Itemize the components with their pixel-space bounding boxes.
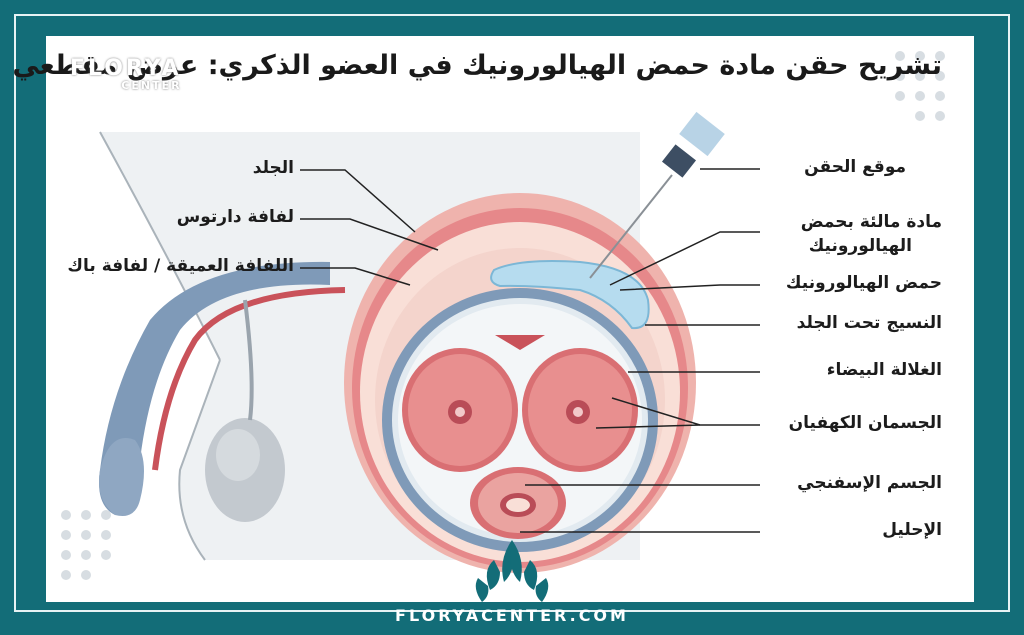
label-corpora-cavernosa: الجسمان الكهفيان (788, 413, 942, 433)
leader-lines (300, 168, 760, 533)
label-skin: الجلد (252, 158, 294, 178)
label-subcutaneous-tissue: النسيج تحت الجلد (796, 313, 942, 333)
label-filler-line1: مادة مالئة بحمض (800, 212, 942, 232)
watermark-sub: CENTER (121, 79, 182, 92)
syringe (589, 111, 725, 279)
dot-pattern-bottom-left (61, 510, 111, 580)
label-tunica-albuginea: الغلالة البيضاء (826, 360, 942, 380)
label-hyaluronic-acid: حمض الهيالورونيك (785, 273, 942, 293)
label-urethra: الإحليل (882, 520, 942, 540)
cross-section (344, 193, 696, 573)
page-title: تشريح حقن مادة حمض الهيالورونيك في العضو… (12, 50, 942, 81)
label-dartos: لفافة دارتوس (176, 207, 294, 227)
footer-website[interactable]: FLORYACENTER.COM (395, 606, 629, 625)
label-injection-site: موقع الحقن (804, 157, 906, 177)
label-buck-fascia: اللفافة العميقة / لفافة باك (67, 256, 294, 276)
outer-frame (14, 14, 1010, 612)
label-filler-line2: الهيالورونيك (808, 236, 912, 256)
watermark-brand: FLORYA (70, 56, 182, 81)
dot-pattern-top-right (895, 51, 945, 121)
watermark-logo: FLORYA CENTER (70, 56, 182, 93)
label-corpus-spongiosum: الجسم الإسفنجي (797, 473, 942, 493)
